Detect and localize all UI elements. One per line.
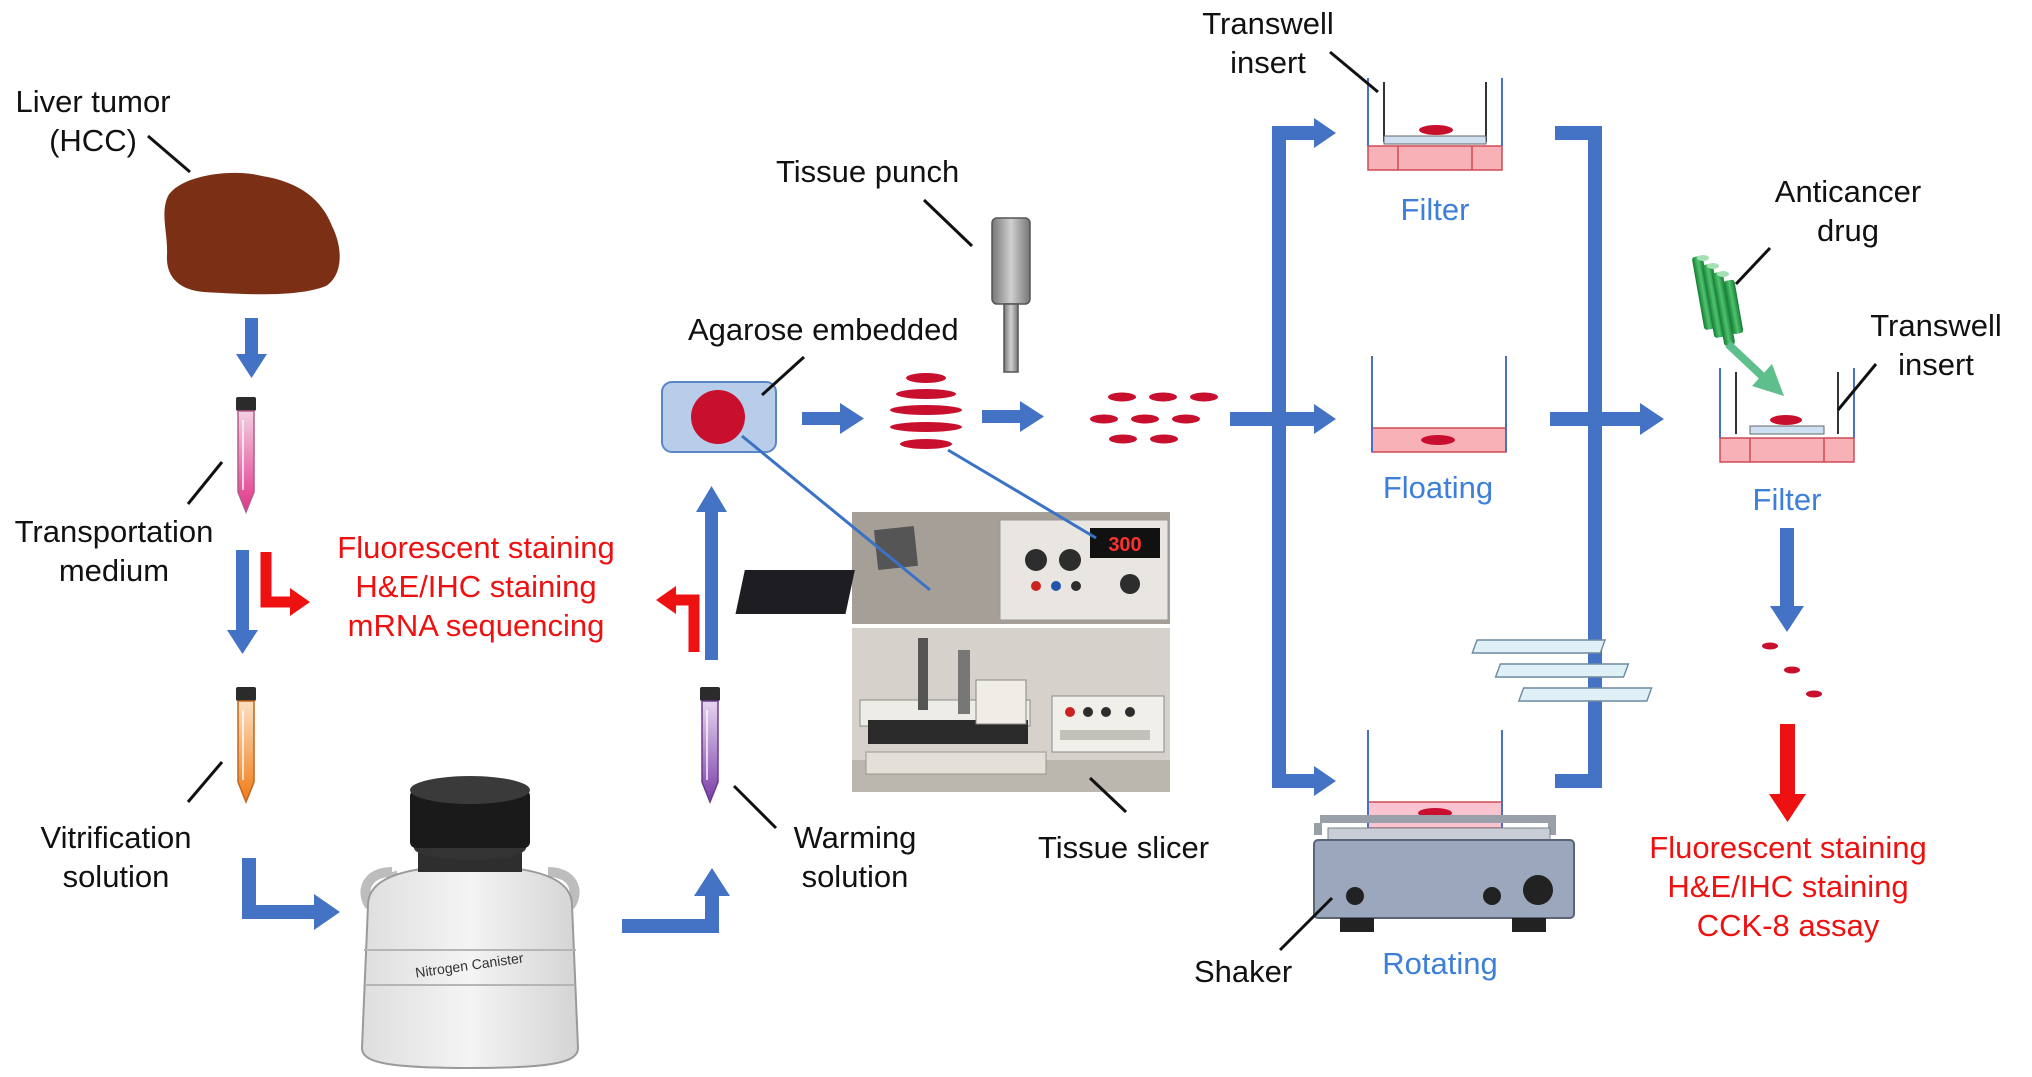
label-vitrification-line2: solution: [62, 859, 170, 894]
label-method-filter-right: Filter: [1752, 482, 1822, 517]
analysis-right-item-3: CCK-8 assay: [1696, 908, 1880, 943]
analysis-left-item-2: H&E/IHC staining: [355, 569, 597, 604]
label-liver-tumor-line1: Liver tumor: [15, 84, 171, 119]
leader-line-transportation: [186, 461, 224, 505]
label-warming-line1: Warming: [793, 820, 917, 855]
analysis-right-item-1: Fluorescent staining: [1649, 830, 1927, 865]
microscope-slides: [1471, 639, 1822, 702]
label-warming-solution: Warming solution: [770, 818, 940, 896]
arrow-down-1: [236, 318, 267, 378]
label-anticancer-drug: Anticancer drug: [1748, 172, 1948, 250]
leader-line-tissue-slicer: [1088, 776, 1128, 814]
label-liver-tumor: Liver tumor (HCC): [8, 82, 178, 160]
filter-well: [1367, 78, 1503, 171]
analysis-left-item-1: Fluorescent staining: [337, 530, 615, 565]
leader-line-agarose: [760, 355, 806, 397]
arrow-right-2: [982, 401, 1044, 432]
tissue-punch: [991, 217, 1031, 373]
connector-slices-to-display: [947, 448, 1097, 540]
label-anticancer-line1: Anticancer: [1774, 174, 1922, 209]
label-liver-tumor-line2: (HCC): [49, 123, 137, 158]
label-transwell-top-line1: Transwell: [1202, 6, 1334, 41]
analysis-list-left: Fluorescent staining H&E/IHC staining mR…: [316, 528, 636, 645]
connector-agarose-to-photo: [741, 434, 931, 592]
drug-arrow: [1725, 341, 1784, 396]
punched-slices: [1090, 392, 1218, 444]
label-transwell-insert-right: Transwell insert: [1836, 306, 2032, 384]
label-method-rotating: Rotating: [1382, 946, 1498, 981]
agarose-block: [661, 381, 777, 453]
analysis-arrow-left: [260, 552, 310, 616]
analysis-arrow-down: [1769, 724, 1806, 822]
arrow-to-bracket: [1230, 412, 1272, 426]
vitrification-tube: [236, 687, 256, 805]
leader-line-transwell-right: [1836, 363, 1878, 411]
arrow-right-1: [802, 403, 864, 434]
nitrogen-canister: Nitrogen Canister: [360, 776, 580, 1070]
arrow-down-to-slides: [1770, 528, 1804, 632]
liver-tumor: [164, 172, 340, 295]
leader-line-anticancer: [1734, 246, 1772, 286]
leader-line-liver-tumor: [147, 134, 191, 174]
label-anticancer-line2: drug: [1816, 213, 1880, 248]
label-tissue-punch: Tissue punch: [776, 154, 960, 189]
label-shaker: Shaker: [1194, 954, 1293, 989]
anticancer-drug-vials: [1692, 255, 1744, 346]
transportation-tube: [236, 397, 256, 515]
arrow-down-2: [227, 550, 258, 654]
analysis-list-right: Fluorescent staining H&E/IHC staining CC…: [1628, 828, 1948, 945]
label-transwell-right-line2: insert: [1898, 347, 1974, 382]
tissue-slices-stack: [890, 373, 962, 449]
rotating-well: [1367, 730, 1503, 829]
left-bracket: [1272, 118, 1336, 796]
label-vitrification-solution: Vitrification solution: [16, 818, 216, 896]
slicer-display-value: 300: [1108, 534, 1141, 556]
label-transwell-right-line1: Transwell: [1870, 308, 2002, 343]
arrow-up-to-agarose: [696, 486, 727, 660]
analysis-left-item-3: mRNA sequencing: [347, 608, 605, 643]
shaker-device: [1313, 815, 1575, 932]
tissue-slicer-photo: 300: [735, 512, 1170, 792]
arrow-curve-from-canister: [622, 868, 730, 933]
leader-line-warming: [732, 784, 778, 830]
label-method-filter: Filter: [1400, 192, 1470, 227]
leader-line-transwell-top: [1329, 50, 1379, 94]
label-transwell-insert-top: Transwell insert: [1168, 4, 1368, 82]
analysis-right-item-2: H&E/IHC staining: [1667, 869, 1909, 904]
leader-line-shaker: [1278, 896, 1334, 952]
label-agarose-embedded: Agarose embedded: [688, 312, 959, 347]
label-tissue-slicer: Tissue slicer: [1038, 830, 1210, 865]
arrow-curve-to-canister: [242, 858, 340, 930]
leader-line-tissue-punch: [922, 198, 974, 248]
analysis-arrow-right: [656, 586, 700, 652]
label-transwell-top-line2: insert: [1230, 45, 1306, 80]
leader-line-vitrification: [186, 761, 224, 803]
label-method-floating: Floating: [1382, 470, 1494, 505]
floating-well: [1371, 356, 1507, 453]
right-bracket: [1550, 126, 1664, 788]
warming-tube: [700, 687, 720, 805]
label-transportation-medium: Transportation medium: [2, 512, 226, 590]
label-transportation-line1: Transportation: [14, 514, 214, 549]
label-warming-line2: solution: [801, 859, 909, 894]
filter-well-right: [1719, 368, 1855, 463]
label-transportation-line2: medium: [58, 553, 170, 588]
label-vitrification-line1: Vitrification: [40, 820, 192, 855]
